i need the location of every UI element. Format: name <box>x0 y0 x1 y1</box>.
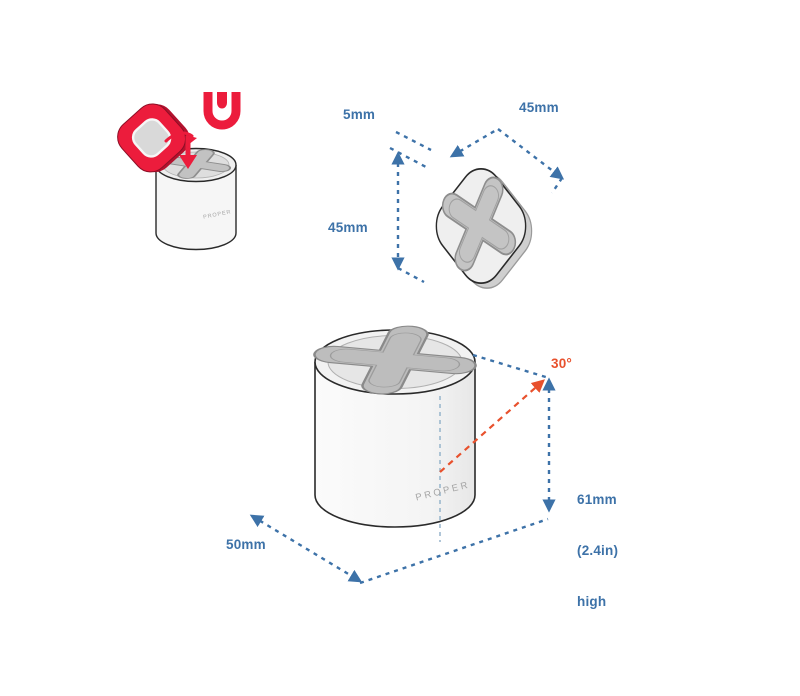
magnet-icon <box>203 92 241 130</box>
diameter-label: 50mm <box>226 537 266 552</box>
jar-cushion-cross <box>313 325 477 395</box>
angle-label: 30° <box>551 356 573 371</box>
lid-thickness-label: 5mm <box>343 107 376 122</box>
height-label-word: high <box>577 594 607 609</box>
height-label-mm: 61mm <box>577 492 617 507</box>
jar-figure <box>249 325 556 585</box>
red-lid-shape <box>117 103 190 173</box>
height-dimension-lines <box>472 353 556 513</box>
jar-body <box>313 325 477 528</box>
angle-dimension-line <box>439 379 545 473</box>
lid-pad-figure <box>389 127 565 289</box>
open-lid-figure <box>117 92 241 251</box>
height-label-in: (2.4in) <box>577 543 619 558</box>
pad-cushion-cross <box>441 176 517 272</box>
lid-dimension-lines <box>389 127 565 284</box>
lid-pad-shape <box>435 167 533 289</box>
insert-arrow-icon <box>179 136 197 169</box>
floor-dimension-lines <box>249 514 549 585</box>
lid-width-label: 45mm <box>519 100 559 115</box>
height-label: 61mm (2.4in) high <box>577 457 618 644</box>
lid-depth-label: 45mm <box>328 220 368 235</box>
